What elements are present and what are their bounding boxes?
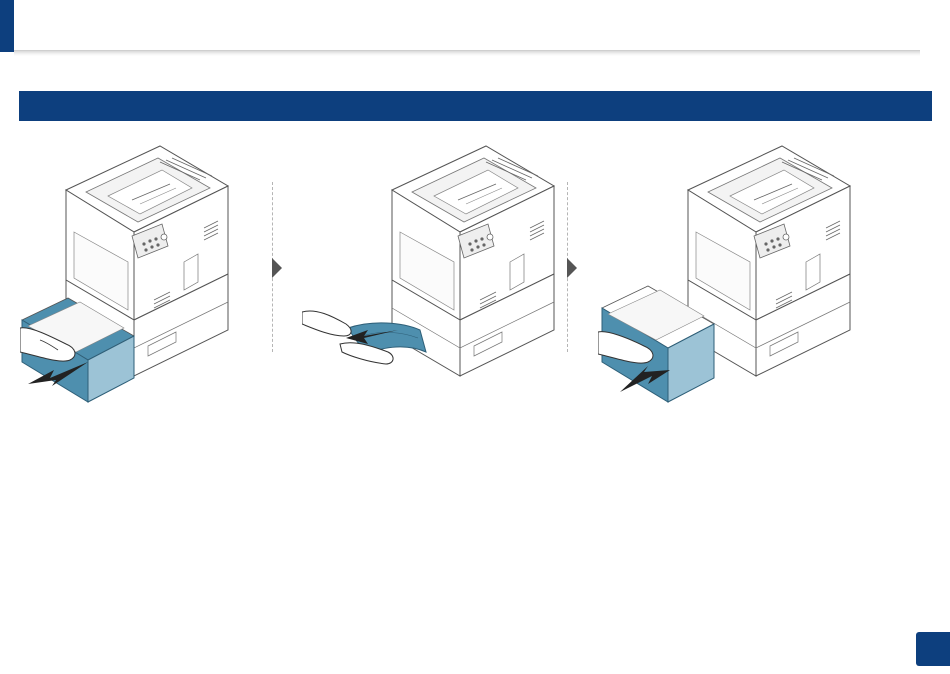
step-arrow-icon-1 xyxy=(272,256,284,280)
page-number-badge xyxy=(916,632,950,666)
step-arrow-icon-2 xyxy=(567,256,579,280)
step-3-illustration xyxy=(598,140,868,410)
step-1-illustration xyxy=(20,140,290,410)
section-title-bar xyxy=(19,91,932,121)
header-accent-block xyxy=(0,0,14,52)
step-2-illustration xyxy=(302,140,572,410)
header-rule xyxy=(14,50,920,56)
